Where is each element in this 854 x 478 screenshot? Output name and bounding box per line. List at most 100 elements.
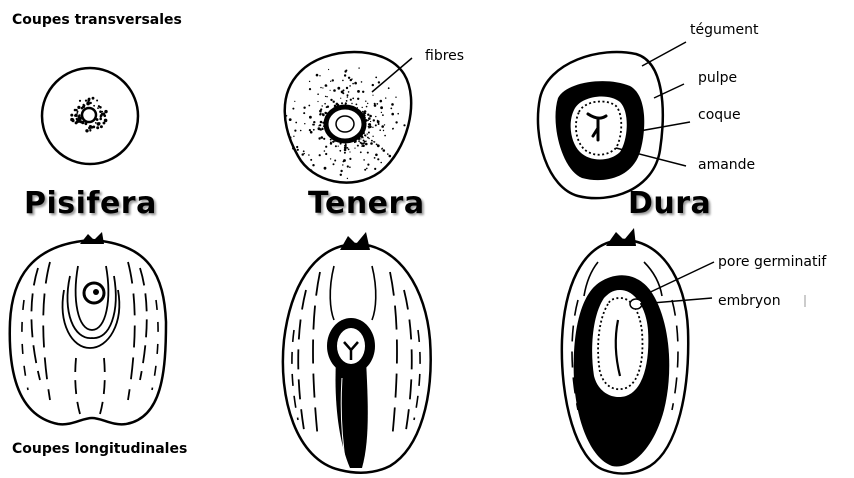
fibre-dot [97,107,99,109]
fibre-dot [364,169,366,171]
fibre-dot [332,141,334,143]
fibre-dot [340,98,341,99]
fibre-dot [339,150,341,152]
fibre-dot [81,107,84,110]
fibre-dot [367,152,369,154]
fibre-dot [334,160,336,162]
longitudinal-sections-title: Coupes longitudinales [12,441,187,457]
fibre-dot [101,111,103,113]
fibre-dot [286,115,288,117]
fibre-dot [103,113,105,115]
fibre-dot [330,90,331,91]
fibre-dot [388,87,390,89]
fibre-dot [375,124,377,126]
fibre-dot [325,146,327,148]
fibre-dot [348,149,350,151]
transverse-sections-title: Coupes transversales [12,12,182,28]
fibre-dot [377,158,379,160]
fibre-dot [103,122,105,124]
fibre-dot [368,132,370,134]
fibre-dot [93,105,95,107]
label-tegument: tégument [690,22,758,38]
fibre-dot [380,100,383,103]
fibre-dot [352,83,354,85]
fibre-dot [322,105,323,106]
fibre-dot [77,106,80,109]
fibre-dot [379,129,381,131]
fibre-dot [383,149,386,152]
fibre-dot [354,82,357,85]
label-embryon: embryon [718,293,781,309]
fibre-dot [366,106,368,108]
fibre-dot [342,80,344,82]
fibre-dot [346,100,348,102]
fibre-dot [313,121,315,123]
fibre-dot [337,87,340,90]
pisifera-cross-section [42,68,138,164]
fibre-dot [316,74,319,77]
fibre-dot [377,144,380,147]
fibre-dot [79,120,82,123]
fibre-dot [382,114,384,116]
fibre-dot [368,120,369,121]
fibre-dot [372,127,373,128]
fibre-dot [389,155,392,158]
fibre-dot [304,123,305,124]
fibre-dot [104,119,108,123]
fibre-dot [362,137,363,138]
fibre-dot [312,164,314,166]
fibre-dot [317,101,318,102]
fibre-dot [308,105,310,107]
fibre-dot [378,123,380,125]
fibre-dot [368,138,369,139]
fibre-dot [365,143,368,146]
fibre-dot [373,141,374,142]
fibre-dot [374,104,377,107]
fibre-dot [99,106,102,109]
fibre-dot [370,142,373,145]
fibre-dot [302,153,304,155]
fibre-dot [349,85,351,87]
tenera-longitudinal-section [283,232,431,473]
fibre-dot [380,162,382,164]
fibre-dot [335,145,337,147]
fibre-dot [358,140,360,142]
fibre-dot [309,129,311,131]
fibre-dot [74,109,77,112]
fibre-dot [354,148,355,149]
fibre-dot [369,115,372,118]
fibre-dot [318,127,321,130]
fibre-dot [395,121,397,123]
fibre-dot [344,74,346,76]
label-amande: amande [698,157,755,173]
fibre-dot [378,81,380,83]
fibre-dot [309,88,311,90]
fibre-dot [308,154,310,156]
fibre-dot [376,103,378,105]
fibre-dot [380,106,383,109]
fibre-dot [98,122,101,125]
fibre-dot [362,91,364,93]
fibre-dot [88,98,91,101]
fibre-dot [375,154,378,157]
fibre-dot [322,114,325,117]
fibre-dot [324,167,327,170]
fibre-dot [312,124,314,126]
fibre-dot [300,130,302,132]
fibre-dot [303,107,305,109]
fibre-dot [289,136,291,138]
fibre-dot [87,101,90,104]
fibre-dot [332,79,334,81]
fibre-dot [296,146,298,148]
fibre-dot [367,103,368,104]
fibre-dot [390,108,392,110]
fibre-dot [340,174,342,176]
fibre-dot [349,151,350,152]
fibre-dot [96,119,98,121]
fibre-dot [320,87,321,88]
fibre-dot [384,135,386,137]
fibre-dot [365,101,366,102]
fibre-dot [297,149,299,151]
fibre-dot [292,108,294,110]
